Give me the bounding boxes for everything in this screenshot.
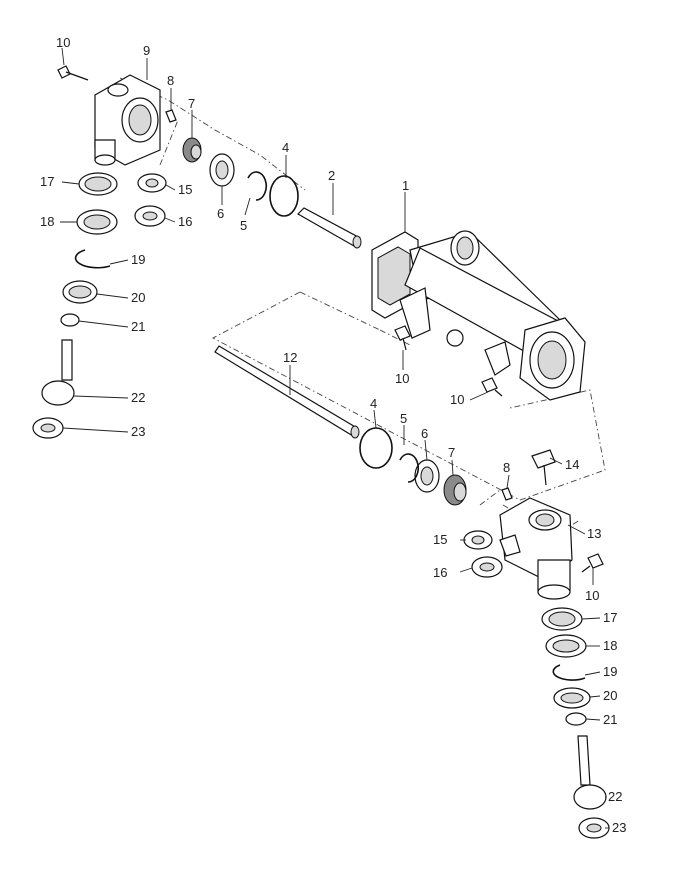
label-23: 23 <box>612 820 626 835</box>
label-10: 10 <box>395 371 409 386</box>
left-wheel-stack <box>32 172 118 439</box>
label-19: 19 <box>603 664 617 679</box>
label-5: 5 <box>400 411 407 426</box>
label-2: 2 <box>328 168 335 183</box>
label-7: 7 <box>188 96 195 111</box>
axle-housing <box>371 230 586 401</box>
short-shaft <box>297 207 362 249</box>
label-21: 21 <box>131 319 145 334</box>
label-18: 18 <box>603 638 617 653</box>
bolts <box>57 65 604 573</box>
label-17: 17 <box>40 174 54 189</box>
seals-lower <box>463 530 503 578</box>
label-17: 17 <box>603 610 617 625</box>
label-10: 10 <box>450 392 464 407</box>
label-20: 20 <box>131 290 145 305</box>
label-1: 1 <box>402 178 409 193</box>
label-8: 8 <box>503 460 510 475</box>
label-22: 22 <box>131 390 145 405</box>
label-6: 6 <box>421 426 428 441</box>
snap-rings <box>247 171 419 483</box>
label-13: 13 <box>587 526 601 541</box>
long-shaft <box>214 345 360 439</box>
label-18: 18 <box>40 214 54 229</box>
label-8: 8 <box>167 73 174 88</box>
callout-labels: 1 2 4 5 6 7 8 9 10 10 10 10 12 4 5 6 7 8… <box>40 35 626 835</box>
right-wheel-stack <box>541 607 610 839</box>
label-5: 5 <box>240 218 247 233</box>
label-9: 9 <box>143 43 150 58</box>
label-16: 16 <box>433 565 447 580</box>
pins <box>165 109 513 501</box>
label-10: 10 <box>585 588 599 603</box>
label-21: 21 <box>603 712 617 727</box>
label-12: 12 <box>283 350 297 365</box>
leader-lines <box>60 47 609 829</box>
label-10: 10 <box>56 35 70 50</box>
ball-bearings <box>209 153 440 493</box>
label-22: 22 <box>608 789 622 804</box>
label-15: 15 <box>433 532 447 547</box>
label-4: 4 <box>370 396 377 411</box>
o-rings <box>269 175 393 469</box>
seals-upper <box>134 173 167 227</box>
label-6: 6 <box>217 206 224 221</box>
label-4: 4 <box>282 140 289 155</box>
label-23: 23 <box>131 424 145 439</box>
breather-plug <box>531 449 556 486</box>
label-15: 15 <box>178 182 192 197</box>
label-7: 7 <box>448 445 455 460</box>
label-20: 20 <box>603 688 617 703</box>
upper-gear-case <box>94 74 161 166</box>
label-19: 19 <box>131 252 145 267</box>
lower-gear-case <box>499 497 573 600</box>
label-16: 16 <box>178 214 192 229</box>
label-14: 14 <box>565 457 579 472</box>
bevel-gears <box>182 137 467 506</box>
